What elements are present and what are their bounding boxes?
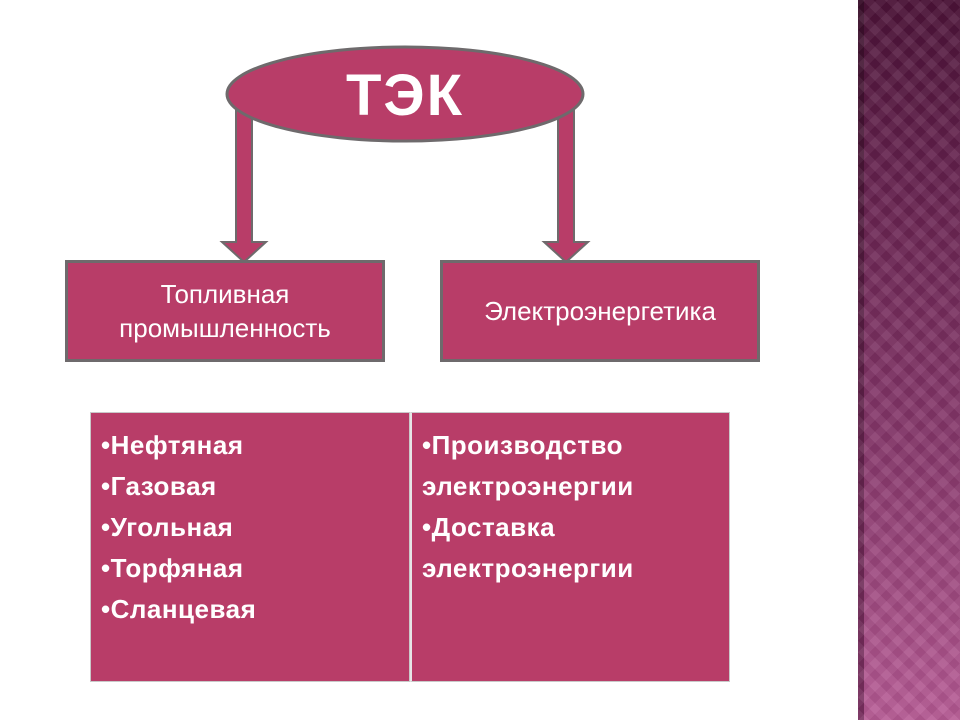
list-item: •Нефтяная xyxy=(101,430,244,460)
list-item: •Производство электроэнергии xyxy=(422,430,634,501)
title-ellipse xyxy=(225,45,585,143)
decorative-side-band xyxy=(858,0,960,720)
branch-electric-power-label: Электроэнергетика xyxy=(484,296,716,326)
branch-fuel-industry-label: Топливная промышленность xyxy=(119,279,331,343)
list-item: •Доставка электроэнергии xyxy=(422,512,634,583)
arrow-left xyxy=(219,99,269,264)
fuel-subsectors-list: •Нефтяная •Газовая •Угольная •Торфяная •… xyxy=(101,425,399,630)
list-item: •Сланцевая xyxy=(101,594,257,624)
fuel-subsectors-cell: •Нефтяная •Газовая •Угольная •Торфяная •… xyxy=(90,412,410,682)
power-subsectors-list: •Производство электроэнергии •Доставка э… xyxy=(422,425,719,589)
power-subsectors-cell: •Производство электроэнергии •Доставка э… xyxy=(410,412,730,682)
arrow-right xyxy=(541,99,591,264)
list-item: •Угольная xyxy=(101,512,234,542)
branch-electric-power: Электроэнергетика xyxy=(440,260,760,362)
list-item: •Газовая xyxy=(101,471,217,501)
subsector-table: •Нефтяная •Газовая •Угольная •Торфяная •… xyxy=(90,412,730,682)
list-item: •Торфяная xyxy=(101,553,244,583)
diagram-title: ТЭК xyxy=(345,62,465,128)
branch-fuel-industry: Топливная промышленность xyxy=(65,260,385,362)
side-band-pattern xyxy=(858,0,960,720)
